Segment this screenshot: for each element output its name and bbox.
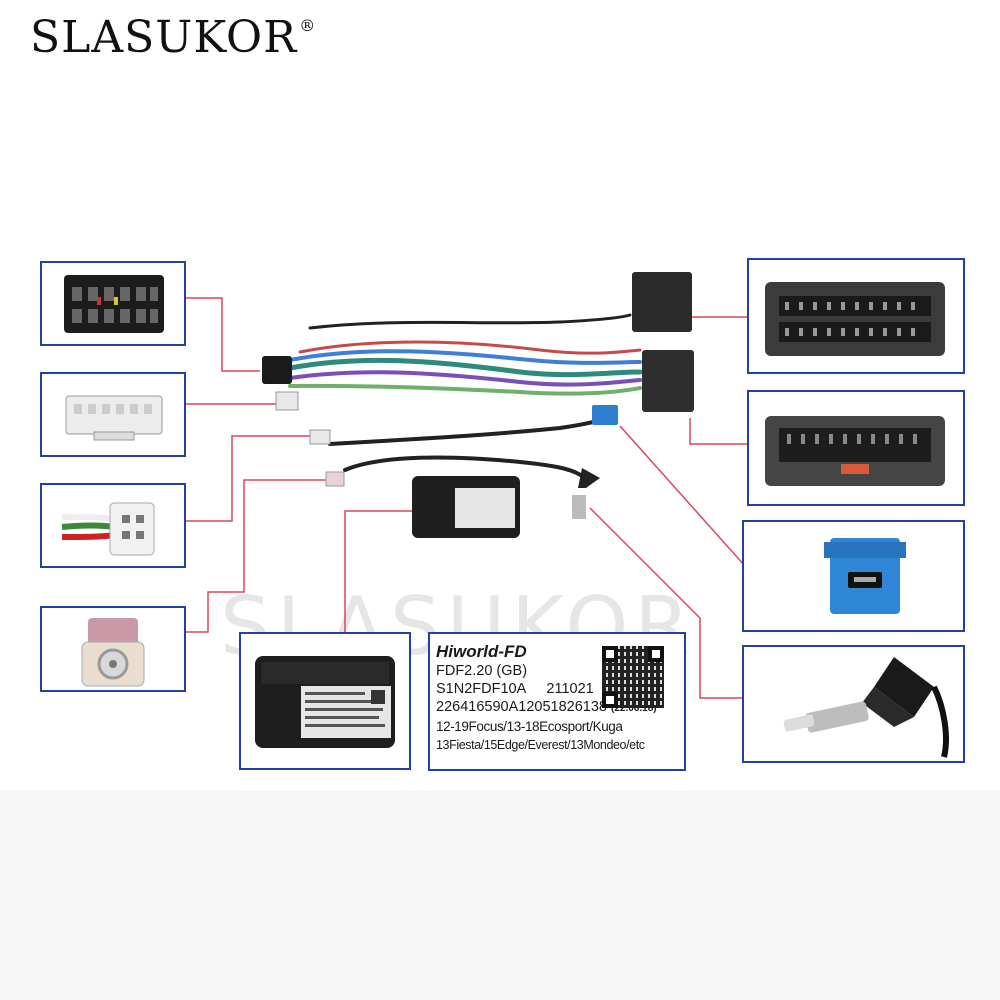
qr-code-icon [602,646,664,708]
ford-connector-panel-top [747,258,965,374]
usb-port-panel [742,520,965,632]
label-line5: 13Fiesta/15Edge/Everest/13Mondeo/etc [436,738,645,752]
label-line2: S1N2FDF10A 211021 [436,681,594,697]
antenna-plug-icon [783,657,949,758]
brand-logo: SLASUKOR® [30,12,317,63]
bottom-band [0,790,1000,1000]
connector-16pin-panel [40,261,186,346]
fakra-panel [40,606,186,692]
label-title: Hiworld-FD [436,642,527,661]
module-label: Hiworld-FD FDF2.20 (GB) S1N2FDF10A 21102… [436,642,676,754]
label-line1: FDF2.20 (GB) [436,663,528,679]
white-socket-panel [40,372,186,457]
canbus-box-icon [255,656,395,748]
usb-port-icon [824,538,906,614]
ford-connector-icon [765,416,945,486]
plug-cable-panel [40,483,186,568]
ford-connector-icon [765,282,945,356]
connector-16pin-icon [64,275,164,333]
fakra-icon [81,618,145,687]
plug-cable-icon [61,502,155,556]
harness-16pin-plug-icon [262,356,292,384]
white-socket-icon [65,395,163,441]
canbus-box-panel [239,632,411,770]
ford-connector-panel-bottom [747,390,965,506]
label-line4: 12-19Focus/13-18Ecosport/Kuga [436,719,623,734]
label-line3: 226416590A12051826138 (22.06.18) [436,699,657,715]
antenna-plug-panel [742,645,965,763]
